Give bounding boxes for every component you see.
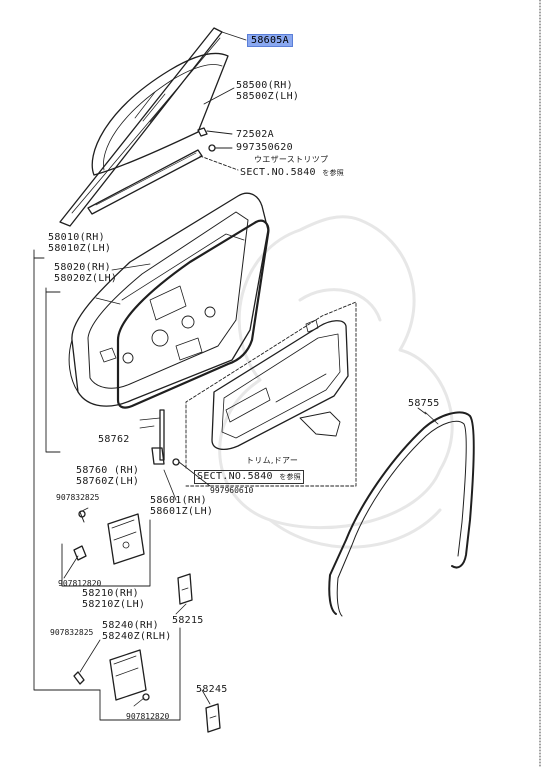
part-label-58240-rlh: 58240Z(RLH): [102, 631, 172, 642]
part-label-58601-rh: 58601(RH): [150, 495, 207, 506]
part-label-58210-rh: 58210(RH): [82, 588, 139, 599]
part-label-58010-lh: 58010Z(LH): [48, 243, 112, 254]
sect-ref-upper-suffix: を参照: [322, 169, 345, 177]
sect-ref-upper-text: SECT.NO.5840: [240, 167, 316, 178]
part-label-58210-lh: 58210Z(LH): [82, 599, 146, 610]
part-label-58020-rh: 58020(RH): [54, 262, 111, 273]
clip-72502A: [197, 127, 233, 137]
part-label-58605A[interactable]: 58605A: [247, 34, 293, 47]
grouping-brackets: [33, 249, 181, 721]
part-label-997350620[interactable]: 997350620: [236, 142, 293, 153]
part-label-58240-rh: 58240(RH): [102, 620, 159, 631]
screw-997350620: [208, 144, 233, 152]
part-label-58500[interactable]: 58500(RH) 58500Z(LH): [236, 80, 299, 102]
part-label-907812820-mid[interactable]: 907812820: [58, 579, 102, 588]
part-label-997960610[interactable]: 997960610: [210, 486, 254, 495]
part-label-58760-lh: 58760Z(LH): [76, 476, 140, 487]
part-label-58601-lh: 58601Z(LH): [150, 506, 214, 517]
part-label-58240[interactable]: 58240(RH) 58240Z(RLH): [102, 620, 172, 642]
part-label-58500-rh: 58500(RH): [236, 80, 293, 91]
hinge-58210: [73, 510, 145, 565]
part-label-58020[interactable]: 58020(RH) 58020Z(LH): [54, 262, 117, 284]
door-glass-58500: [91, 52, 229, 176]
leader-lines: [63, 31, 427, 707]
part-label-58020-lh: 58020Z(LH): [54, 273, 118, 284]
part-label-58760-rh: 58760 (RH): [76, 465, 140, 476]
weatherstrip-note: ウエザーストリツプ: [254, 155, 329, 164]
door-trim-panel: [211, 319, 349, 451]
door-shell-58010: [68, 192, 269, 407]
sect-ref-lower-text: SECT.NO.5840: [197, 471, 273, 482]
part-label-58500-lh: 58500Z(LH): [236, 91, 300, 102]
inner-weatherstrip: [87, 149, 203, 215]
trim-dashed-frame: [185, 301, 357, 487]
part-label-58762[interactable]: 58762: [98, 434, 130, 445]
part-label-58755[interactable]: 58755: [408, 398, 440, 409]
part-label-907832825-top[interactable]: 907832825: [56, 493, 100, 502]
sect-ref-lower[interactable]: SECT.NO.5840 を参照: [194, 470, 305, 484]
trim-note: トリム,ドアー: [246, 456, 299, 465]
part-label-58215[interactable]: 58215: [172, 615, 204, 626]
shim-58245: [205, 703, 221, 733]
watermark-emblem: [218, 215, 454, 549]
part-label-58245[interactable]: 58245: [196, 684, 228, 695]
sect-ref-lower-suffix: を参照: [279, 473, 302, 481]
part-label-58210[interactable]: 58210(RH) 58210Z(LH): [82, 588, 145, 610]
part-label-58010[interactable]: 58010(RH) 58010Z(LH): [48, 232, 111, 254]
door-weatherstrip-58020: [116, 219, 270, 409]
part-label-907812820-bot[interactable]: 907812820: [126, 712, 170, 721]
part-label-72502A[interactable]: 72502A: [236, 129, 274, 140]
leader-weatherstrip: [199, 155, 239, 171]
belt-molding-58605A: [59, 27, 223, 227]
shim-58215: [177, 573, 193, 605]
part-label-58010-rh: 58010(RH): [48, 232, 105, 243]
part-label-58760[interactable]: 58760 (RH) 58760Z(LH): [76, 465, 139, 487]
part-label-58601[interactable]: 58601(RH) 58601Z(LH): [150, 495, 213, 517]
sect-ref-upper[interactable]: SECT.NO.5840 を参照: [240, 167, 344, 179]
hinge-58240: [73, 649, 150, 701]
part-label-907832825-bot[interactable]: 907832825: [50, 628, 94, 637]
weatherstrip-58755: [328, 411, 475, 617]
